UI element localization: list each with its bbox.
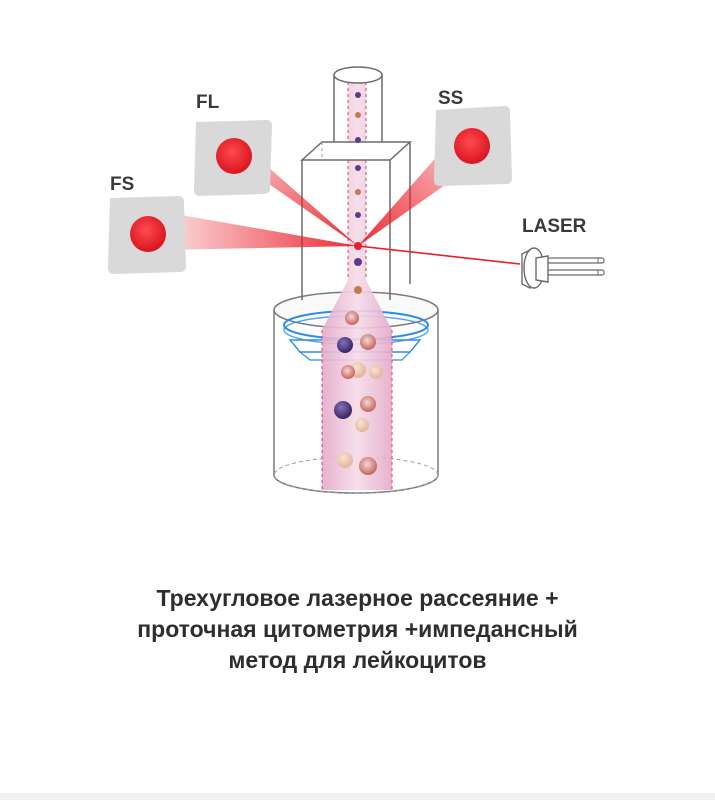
flow-cytometry-diagram: FL SS FS LASER <box>108 66 605 494</box>
flow-cuvette <box>300 66 412 300</box>
laser-icon <box>521 247 605 290</box>
caption-line-2: проточная цитометрия +импедансный <box>137 616 578 642</box>
fs-label: FS <box>110 174 134 195</box>
laser-beam <box>357 245 521 265</box>
fs-beam <box>164 212 358 250</box>
fl-detector <box>194 120 272 196</box>
laser-label: LASER <box>522 216 587 237</box>
cells-tube <box>354 92 362 294</box>
caption: Трехугловое лазерное рассеяние + проточн… <box>0 583 715 676</box>
ss-label: SS <box>438 88 463 109</box>
bottom-divider <box>0 793 715 800</box>
caption-line-3: метод для лейкоцитов <box>228 647 487 673</box>
ss-detector <box>434 106 512 186</box>
caption-line-1: Трехугловое лазерное рассеяние + <box>156 585 559 611</box>
cells-chamber <box>334 311 383 475</box>
fs-detector <box>108 196 186 274</box>
fl-label: FL <box>196 92 220 113</box>
